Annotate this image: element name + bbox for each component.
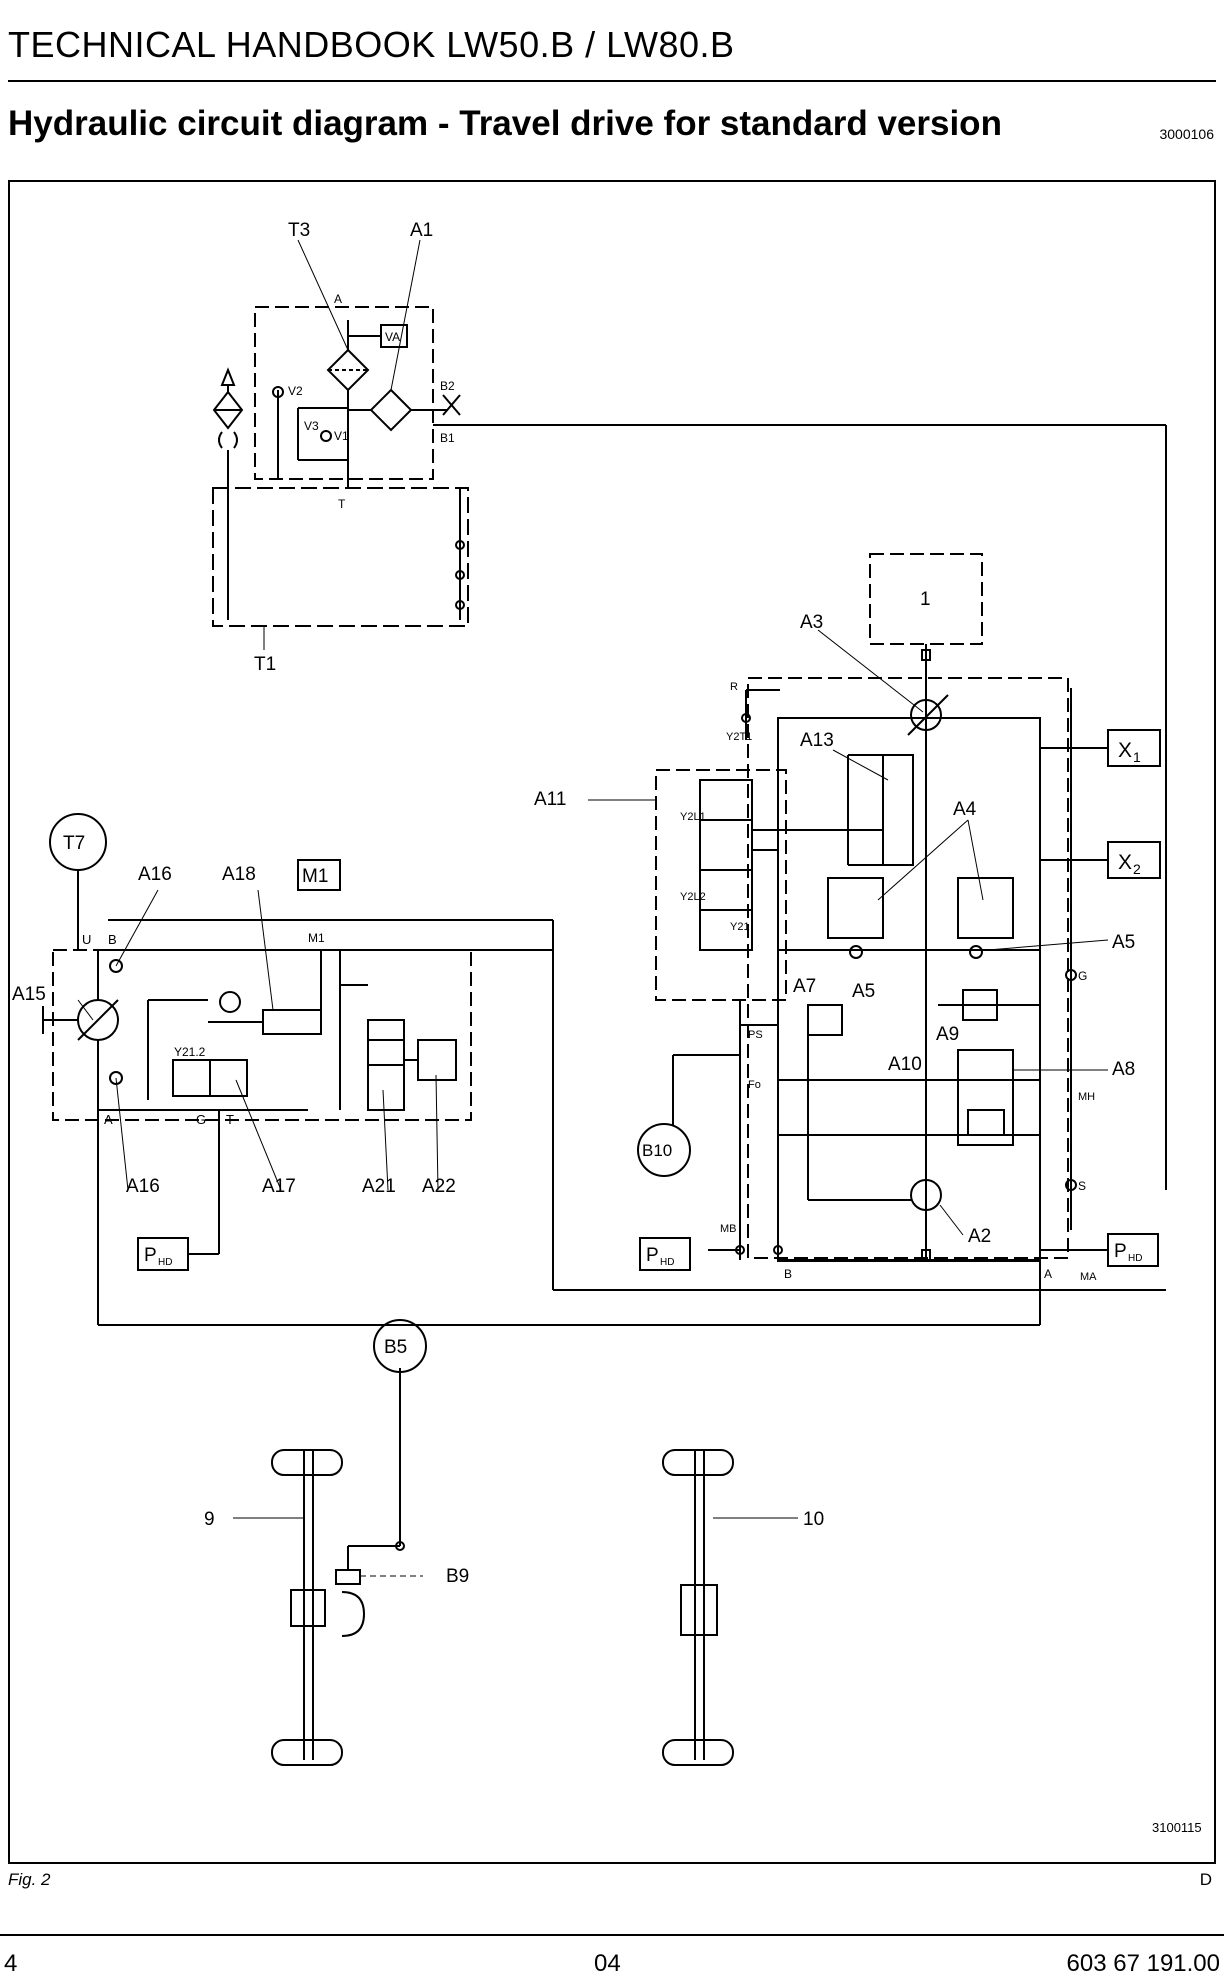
- label-PHD-left: P: [144, 1245, 157, 1266]
- label-B: B: [108, 932, 117, 947]
- label-A7: A7: [793, 976, 816, 997]
- label-G-right: G: [1078, 969, 1087, 983]
- label-A22: A22: [422, 1176, 456, 1197]
- label-MB: MB: [720, 1223, 737, 1235]
- label-V2: V2: [288, 384, 303, 398]
- label-A-right: A: [1044, 1267, 1052, 1281]
- header-rule: [8, 80, 1216, 82]
- label-A21: A21: [362, 1176, 396, 1197]
- label-R: R: [730, 681, 738, 693]
- section-code: 3000106: [1159, 126, 1214, 142]
- PHD-box-left: [137, 1237, 189, 1271]
- B10-circle: [637, 1123, 691, 1177]
- label-PHD-mid-sub: HD: [660, 1257, 674, 1268]
- label-Y2L1: Y2L1: [680, 811, 706, 823]
- label-B2: B2: [440, 379, 455, 393]
- label-A-left: A: [104, 1112, 113, 1127]
- label-Y212: Y21.2: [174, 1045, 206, 1059]
- label-S: S: [1078, 1179, 1086, 1193]
- label-A: A: [334, 292, 342, 306]
- label-A10: A10: [888, 1054, 922, 1075]
- axle-10: [662, 1449, 734, 1766]
- label-A5-mid: A5: [852, 981, 875, 1002]
- label-M1-box: M1: [302, 866, 328, 887]
- document-number: 603 67 191.00: [1066, 1950, 1220, 1977]
- label-box1: 1: [920, 589, 931, 610]
- T7-circle: [49, 813, 107, 871]
- label-Y21: Y21: [730, 921, 750, 933]
- label-X1-sub: 1: [1133, 749, 1141, 765]
- label-Y2T1: Y2T1: [726, 731, 752, 743]
- PHD-box-mid: [639, 1237, 691, 1271]
- PHD-box-right: [1107, 1233, 1159, 1267]
- M1-box: [297, 859, 341, 891]
- label-PHD-left-sub: HD: [158, 1257, 172, 1268]
- footer-rule: [0, 1934, 1224, 1936]
- label-A5-right: A5: [1112, 932, 1135, 953]
- label-B-right: B: [784, 1267, 792, 1281]
- label-A8: A8: [1112, 1059, 1135, 1080]
- label-V1: V1: [334, 429, 349, 443]
- label-A16-top: A16: [138, 864, 172, 885]
- label-A3: A3: [800, 612, 823, 633]
- label-A17: A17: [262, 1176, 296, 1197]
- label-MA: MA: [1080, 1271, 1097, 1283]
- chapter-number: 04: [594, 1950, 621, 1977]
- label-A9: A9: [936, 1024, 959, 1045]
- pump-unit: [655, 553, 1108, 1262]
- filter-group: [212, 306, 1167, 1190]
- figure-mark: D: [1199, 1870, 1212, 1889]
- image-code: 3100115: [1152, 1820, 1202, 1835]
- X2-box: [1107, 841, 1161, 879]
- label-T3: T3: [288, 220, 310, 241]
- page-number: 4: [4, 1950, 18, 1977]
- X1-box: [1107, 729, 1161, 767]
- label-V3: V3: [304, 419, 319, 433]
- label-X2: X: [1118, 851, 1132, 874]
- label-PS: PS: [748, 1029, 763, 1041]
- section-title: Hydraulic circuit diagram - Travel drive…: [8, 104, 1002, 143]
- label-A11: A11: [534, 789, 566, 810]
- label-T7: T7: [63, 833, 85, 854]
- label-MH: MH: [1078, 1091, 1095, 1103]
- label-A15: A15: [12, 984, 46, 1005]
- label-Y2L2: Y2L2: [680, 891, 706, 903]
- label-B1: B1: [440, 431, 455, 445]
- label-T-left: T: [226, 1112, 234, 1127]
- label-9: 9: [204, 1509, 215, 1530]
- figure-label: Fig. 2: [8, 1870, 51, 1889]
- label-A13: A13: [800, 730, 834, 751]
- B5-circle: [373, 1319, 427, 1373]
- label-A4: A4: [953, 799, 977, 820]
- label-A18: A18: [222, 864, 256, 885]
- label-G: G: [196, 1112, 206, 1127]
- label-A2: A2: [968, 1226, 991, 1247]
- label-VA: VA: [385, 330, 400, 344]
- label-PHD-right-sub: HD: [1128, 1253, 1142, 1264]
- label-PHD-mid: P: [646, 1245, 659, 1266]
- label-X2-sub: 2: [1133, 861, 1141, 877]
- label-X1: X: [1118, 739, 1132, 762]
- label-M1-small: M1: [308, 931, 325, 945]
- label-Fo: Fo: [748, 1079, 761, 1091]
- left-pump-unit: [42, 870, 1166, 1326]
- label-B5: B5: [384, 1337, 407, 1358]
- document-title: TECHNICAL HANDBOOK LW50.B / LW80.B: [8, 24, 735, 65]
- label-10: 10: [803, 1509, 824, 1530]
- axle-9: [271, 1368, 423, 1766]
- label-A16-bottom: A16: [126, 1176, 160, 1197]
- label-B9: B9: [446, 1566, 469, 1587]
- label-A1: A1: [410, 220, 433, 241]
- label-PHD-right: P: [1114, 1241, 1127, 1262]
- label-T1: T1: [254, 654, 276, 675]
- label-B10: B10: [642, 1141, 672, 1160]
- label-T: T: [338, 497, 346, 511]
- label-U: U: [82, 932, 91, 947]
- hydraulic-circuit-diagram: T3 A1 A VA V2 V3 V1 B2 B1 T T1 1 A3 A13 …: [8, 180, 1216, 1864]
